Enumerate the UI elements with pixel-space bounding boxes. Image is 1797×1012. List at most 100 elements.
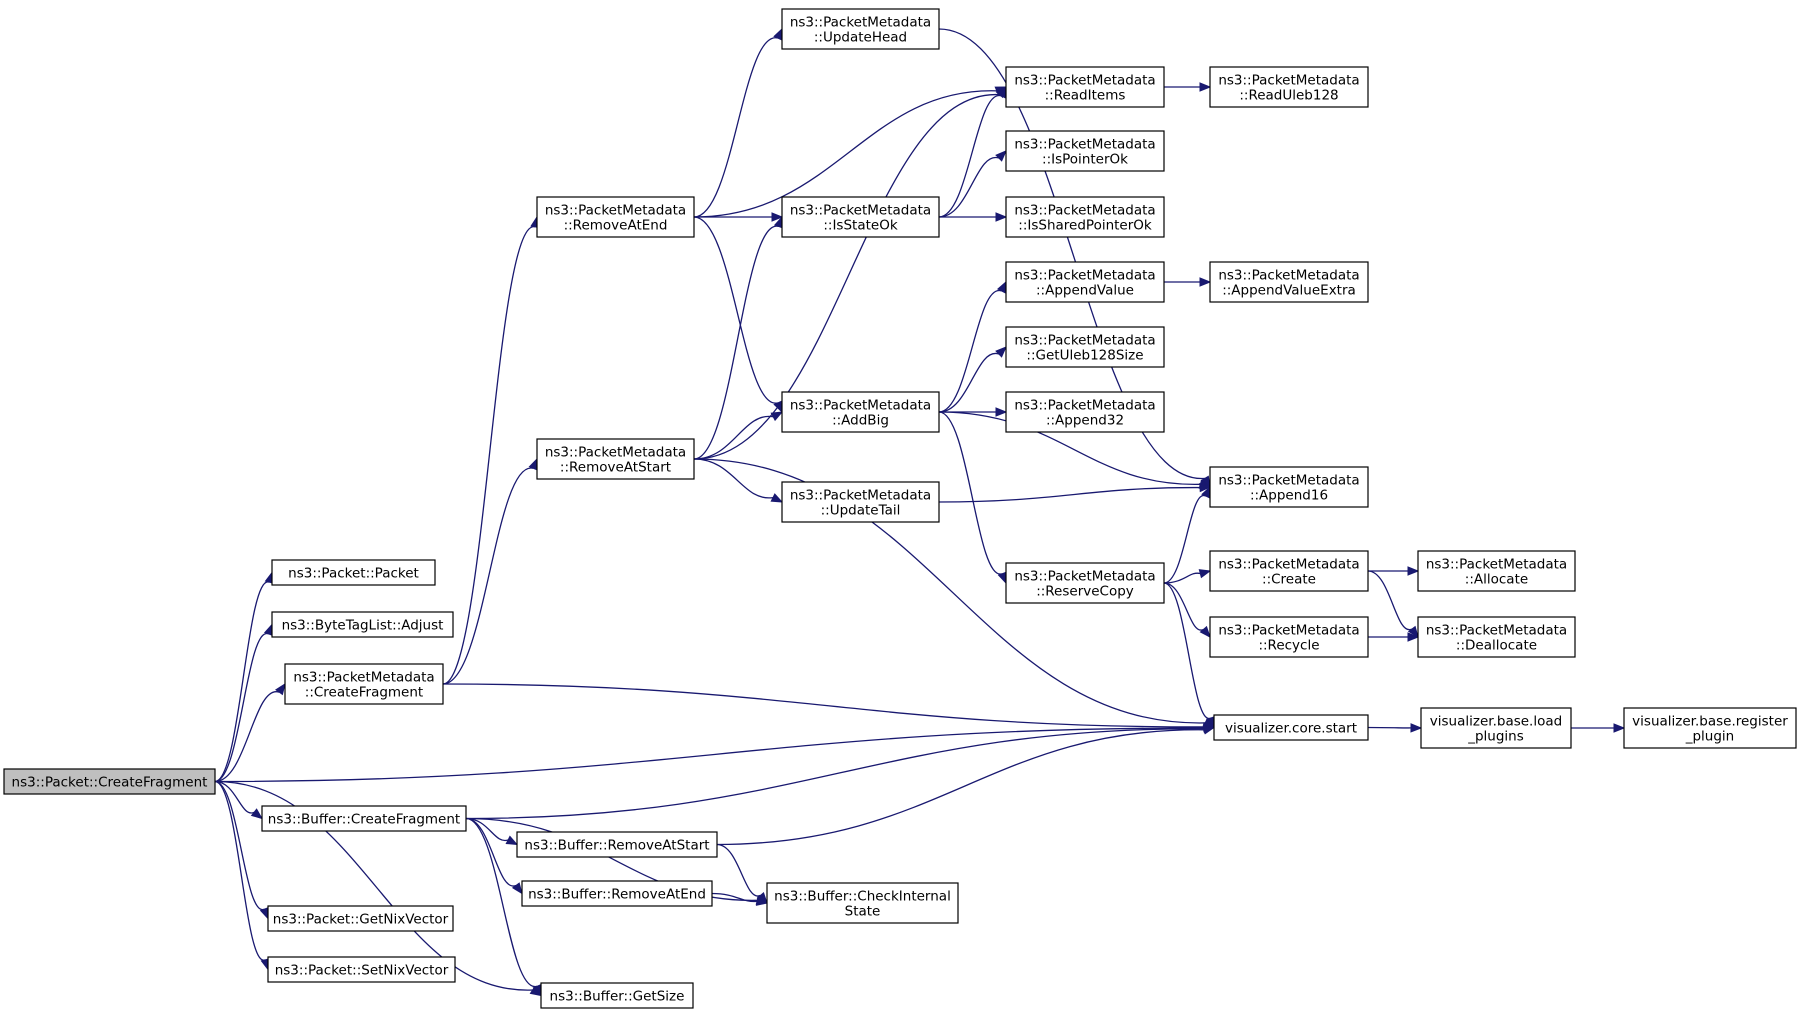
node-label: ::AddBig [832, 413, 889, 429]
node-box [1417, 550, 1576, 592]
node-box [1005, 196, 1165, 238]
node-uh[interactable]: ns3::PacketMetadata::UpdateHead [781, 8, 940, 50]
node-label: ns3::Packet::GetNixVector [273, 912, 449, 928]
node-box [1209, 66, 1369, 108]
node-label: ::GetUleb128Size [1026, 348, 1143, 364]
node-snv[interactable]: ns3::Packet::SetNixVector [267, 956, 456, 983]
edge-root-gnv [214, 780, 269, 920]
node-box [1005, 326, 1165, 368]
edge-rc-a16 [1163, 485, 1211, 584]
node-vlp[interactable]: visualizer.base.load_plugins [1420, 707, 1572, 749]
node-vrp[interactable]: visualizer.base.register_plugin [1623, 707, 1797, 749]
node-ave[interactable]: ns3::PacketMetadata::AppendValueExtra [1209, 261, 1369, 303]
node-box [1005, 391, 1165, 433]
node-box [271, 611, 454, 638]
node-ispo[interactable]: ns3::PacketMetadata::IsSharedPointerOk [1005, 196, 1165, 238]
node-iso[interactable]: ns3::PacketMetadata::IsStateOk [781, 196, 940, 238]
node-rcy[interactable]: ns3::PacketMetadata::Recycle [1209, 616, 1369, 658]
node-pmcf[interactable]: ns3::PacketMetadata::CreateFragment [284, 663, 444, 705]
node-label: ns3::Packet::Packet [288, 566, 419, 582]
node-label: visualizer.core.start [1225, 721, 1357, 737]
node-dal[interactable]: ns3::PacketMetadata::Deallocate [1417, 616, 1576, 658]
edge-root-bcf [214, 780, 264, 820]
node-gus[interactable]: ns3::PacketMetadata::GetUleb128Size [1005, 326, 1165, 368]
node-box [267, 905, 454, 932]
node-label: ns3::Buffer::CreateFragment [268, 812, 460, 828]
node-label: ns3::PacketMetadata [1014, 203, 1155, 219]
node-cr[interactable]: ns3::PacketMetadata::Create [1209, 550, 1369, 592]
node-label: ns3::PacketMetadata [1426, 623, 1567, 639]
node-label: ::UpdateHead [814, 30, 907, 46]
node-label: ::Deallocate [1456, 638, 1537, 654]
node-label: ::ReserveCopy [1036, 584, 1134, 600]
node-label: ns3::ByteTagList::Adjust [282, 618, 444, 634]
edge-ab-gus [938, 346, 1007, 413]
edge-root-btl [214, 623, 273, 783]
node-ras[interactable]: ns3::PacketMetadata::RemoveAtStart [536, 438, 695, 480]
node-box [781, 481, 940, 523]
node-bcf[interactable]: ns3::Buffer::CreateFragment [261, 805, 467, 832]
node-label: ns3::PacketMetadata [1014, 398, 1155, 414]
node-a16[interactable]: ns3::PacketMetadata::Append16 [1209, 466, 1369, 508]
node-label: ns3::PacketMetadata [1014, 268, 1155, 284]
node-box [1209, 466, 1369, 508]
node-box [516, 831, 718, 858]
edge-ri-ru [1164, 82, 1212, 92]
node-box [521, 880, 713, 907]
node-label: _plugins [1467, 729, 1524, 745]
node-box [766, 882, 959, 924]
node-box [1623, 707, 1797, 749]
edge-root-pkt [214, 571, 274, 783]
node-bgs[interactable]: ns3::Buffer::GetSize [540, 982, 694, 1009]
nodes-layer: ns3::Packet::CreateFragmentns3::Packet::… [3, 8, 1797, 1009]
node-pkt[interactable]: ns3::Packet::Packet [271, 559, 436, 586]
node-label: visualizer.base.load [1430, 714, 1562, 730]
node-btl[interactable]: ns3::ByteTagList::Adjust [271, 611, 454, 638]
node-vcs[interactable]: visualizer.core.start [1213, 714, 1369, 741]
node-label: ns3::Buffer::RemoveAtStart [524, 838, 709, 854]
node-rc[interactable]: ns3::PacketMetadata::ReserveCopy [1005, 562, 1165, 604]
node-bras[interactable]: ns3::Buffer::RemoveAtStart [516, 831, 718, 858]
node-box [1209, 550, 1369, 592]
node-a32[interactable]: ns3::PacketMetadata::Append32 [1005, 391, 1165, 433]
node-ab[interactable]: ns3::PacketMetadata::AddBig [781, 391, 940, 433]
node-label: ::ReadUleb128 [1239, 88, 1338, 104]
edge-ras-ab [693, 411, 784, 460]
node-box [267, 956, 456, 983]
node-al[interactable]: ns3::PacketMetadata::Allocate [1417, 550, 1576, 592]
node-box [1209, 616, 1369, 658]
node-rae[interactable]: ns3::PacketMetadata::RemoveAtEnd [536, 196, 695, 238]
node-label: ns3::PacketMetadata [1218, 268, 1359, 284]
edge-bcf-brae [465, 817, 523, 895]
edge-vlp-vrp [1571, 723, 1626, 733]
node-ut[interactable]: ns3::PacketMetadata::UpdateTail [781, 481, 940, 523]
node-brae[interactable]: ns3::Buffer::RemoveAtEnd [521, 880, 713, 907]
node-label: ns3::PacketMetadata [293, 670, 434, 686]
node-box [1420, 707, 1572, 749]
node-ru[interactable]: ns3::PacketMetadata::ReadUleb128 [1209, 66, 1369, 108]
edge-ab-rc [938, 411, 1007, 585]
node-label: ns3::Buffer::RemoveAtEnd [528, 887, 706, 903]
node-label: ns3::PacketMetadata [1218, 473, 1359, 489]
node-root[interactable]: ns3::Packet::CreateFragment [3, 768, 216, 795]
node-ri[interactable]: ns3::PacketMetadata::ReadItems [1005, 66, 1165, 108]
node-label: ::UpdateTail [821, 503, 901, 519]
node-label: ns3::PacketMetadata [790, 488, 931, 504]
node-ipo[interactable]: ns3::PacketMetadata::IsPointerOk [1005, 130, 1165, 172]
node-label: ns3::PacketMetadata [545, 445, 686, 461]
edge-root-pmcf [214, 682, 286, 783]
node-box [271, 559, 436, 586]
node-box [536, 438, 695, 480]
node-label: ns3::PacketMetadata [790, 398, 931, 414]
node-label: ns3::PacketMetadata [790, 203, 931, 219]
edge-iso-ipo [938, 150, 1007, 218]
node-box [1213, 714, 1369, 741]
node-av[interactable]: ns3::PacketMetadata::AppendValue [1005, 261, 1165, 303]
node-label: ::RemoveAtEnd [564, 218, 668, 234]
node-box [261, 805, 467, 832]
node-gnv[interactable]: ns3::Packet::GetNixVector [267, 905, 454, 932]
node-box [3, 768, 216, 795]
node-label: ::IsStateOk [823, 218, 897, 234]
edge-rae-iso [694, 212, 784, 222]
